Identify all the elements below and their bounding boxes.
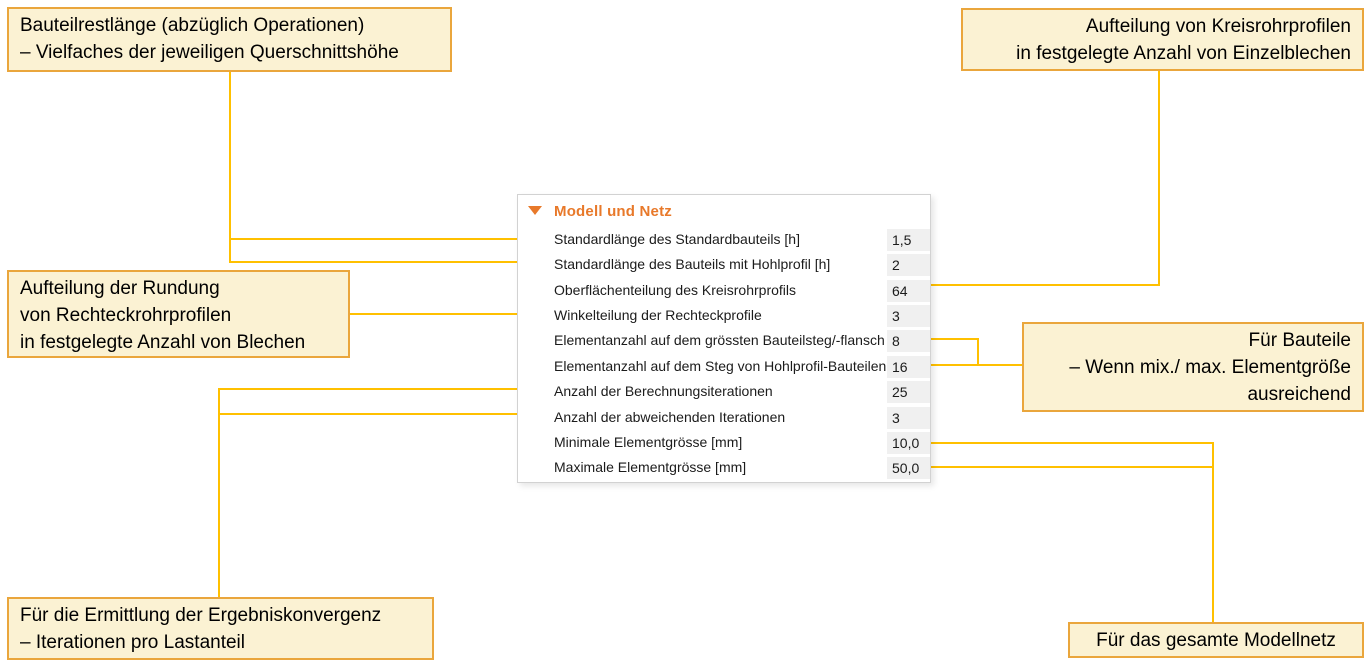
setting-value-field[interactable]: 25 bbox=[887, 381, 930, 404]
setting-label: Standardlänge des Bauteils mit Hohlprofi… bbox=[554, 256, 831, 273]
setting-label: Anzahl der abweichenden Iterationen bbox=[554, 408, 786, 425]
setting-value-field[interactable]: 10,0 bbox=[887, 431, 930, 454]
callout-text-line: – Wenn mix./ max. Elementgröße bbox=[1069, 357, 1351, 378]
callout-text-line: – Iterationen pro Lastanteil bbox=[20, 632, 245, 653]
setting-row: Elementanzahl auf dem Steg von Hohlprofi… bbox=[518, 355, 930, 378]
callout-rect-tube-rounding: Aufteilung der Rundung von Rechteckrohrp… bbox=[7, 270, 350, 358]
connector-line bbox=[931, 364, 1022, 366]
setting-row: Anzahl der abweichenden Iterationen 3 bbox=[518, 406, 930, 429]
callout-text-line: Bauteilrestlänge (abzüglich Operationen) bbox=[20, 15, 365, 36]
connector-line bbox=[218, 413, 517, 415]
callout-text-line: Aufteilung von Kreisrohrprofilen bbox=[1085, 16, 1351, 37]
connector-line bbox=[350, 313, 517, 315]
setting-label: Maximale Elementgrösse [mm] bbox=[554, 459, 747, 476]
collapse-triangle-icon[interactable] bbox=[528, 206, 542, 215]
setting-label: Standardlänge des Standardbauteils [h] bbox=[554, 231, 800, 247]
callout-text-line: Aufteilung der Rundung bbox=[20, 278, 220, 299]
callout-text-line: in festgelegte Anzahl von Einzelblechen bbox=[1016, 43, 1351, 64]
setting-label: Oberflächenteilung des Kreisrohrprofils bbox=[554, 281, 797, 298]
setting-value-field[interactable]: 8 bbox=[887, 330, 930, 353]
setting-label: Winkelteilung der Rechteckprofile bbox=[554, 307, 762, 324]
setting-row: Oberflächenteilung des Kreisrohrprofils … bbox=[518, 279, 930, 302]
setting-row: Maximale Elementgrösse [mm] 50,0 bbox=[518, 457, 930, 480]
setting-value-field[interactable]: 16 bbox=[887, 355, 930, 378]
connector-line bbox=[931, 466, 1214, 468]
callout-for-parts: Für Bauteile – Wenn mix./ max. Elementgr… bbox=[1022, 322, 1364, 412]
callout-text-line: – Vielfaches der jeweiligen Querschnitts… bbox=[20, 42, 399, 63]
connector-line bbox=[931, 338, 979, 340]
setting-row: Elementanzahl auf dem grössten Bauteilst… bbox=[518, 330, 930, 353]
callout-part-rest-length: Bauteilrestlänge (abzüglich Operationen)… bbox=[7, 7, 452, 72]
setting-row: Standardlänge des Standardbauteils [h] 1… bbox=[518, 229, 930, 251]
panel-header[interactable]: Modell und Netz bbox=[518, 203, 930, 223]
connector-line bbox=[229, 261, 517, 263]
setting-value-field[interactable]: 50,0 bbox=[887, 457, 930, 480]
callout-whole-model-mesh: Für das gesamte Modellnetz bbox=[1068, 622, 1364, 658]
connector-line bbox=[1158, 70, 1160, 286]
connector-line bbox=[218, 388, 220, 597]
callout-circular-tube-split: Aufteilung von Kreisrohrprofilen in fest… bbox=[961, 8, 1364, 71]
connector-line bbox=[931, 284, 1160, 286]
setting-row: Winkelteilung der Rechteckprofile 3 bbox=[518, 305, 930, 328]
callout-text-line: ausreichend bbox=[1247, 384, 1351, 405]
setting-row: Minimale Elementgrösse [mm] 10,0 bbox=[518, 431, 930, 454]
panel-title: Modell und Netz bbox=[554, 203, 672, 220]
callout-text-line: von Rechteckrohrprofilen bbox=[20, 305, 232, 326]
callout-result-convergence: Für die Ermittlung der Ergebniskonvergen… bbox=[7, 597, 434, 660]
setting-value-field[interactable]: 3 bbox=[887, 406, 930, 429]
callout-text-line: in festgelegte Anzahl von Blechen bbox=[20, 332, 306, 353]
connector-line bbox=[977, 338, 979, 366]
connector-line bbox=[1212, 442, 1214, 622]
setting-label: Elementanzahl auf dem Steg von Hohlprofi… bbox=[554, 357, 887, 374]
setting-label: Minimale Elementgrösse [mm] bbox=[554, 433, 743, 450]
setting-value-field[interactable]: 3 bbox=[887, 305, 930, 328]
connector-line bbox=[218, 388, 517, 390]
callout-text-line: Für das gesamte Modellnetz bbox=[1096, 630, 1336, 651]
setting-label: Elementanzahl auf dem grössten Bauteilst… bbox=[554, 332, 885, 349]
setting-value-field[interactable]: 2 bbox=[887, 254, 930, 277]
setting-label: Anzahl der Berechnungsiterationen bbox=[554, 383, 773, 400]
setting-value-field[interactable]: 1,5 bbox=[887, 229, 930, 251]
connector-line bbox=[931, 442, 1214, 444]
setting-row: Anzahl der Berechnungsiterationen 25 bbox=[518, 381, 930, 404]
connector-line bbox=[229, 238, 517, 240]
connector-line bbox=[229, 71, 231, 263]
setting-row: Standardlänge des Bauteils mit Hohlprofi… bbox=[518, 254, 930, 277]
setting-value-field[interactable]: 64 bbox=[887, 279, 930, 302]
modell-und-netz-panel: Modell und Netz Standardlänge des Standa… bbox=[517, 194, 931, 483]
callout-text-line: Für Bauteile bbox=[1248, 330, 1351, 351]
callout-text-line: Für die Ermittlung der Ergebniskonvergen… bbox=[20, 605, 382, 626]
